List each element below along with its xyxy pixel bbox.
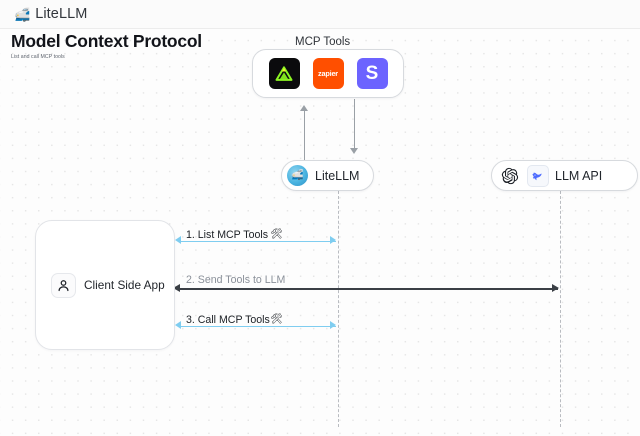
person-icon [51, 272, 76, 298]
node-litellm[interactable]: 🚅 LiteLLM [281, 160, 375, 191]
zapier-label: zapier [318, 69, 338, 78]
message-1-arrow-head-right [330, 236, 336, 244]
litellm-avatar-icon: 🚅 [287, 165, 308, 186]
message-1-arrow-head-left [175, 236, 181, 244]
message-3-tools-icon: 🛠 [270, 314, 283, 325]
node-client-side-app[interactable]: Client Side App [35, 220, 175, 350]
openai-icon [499, 165, 521, 187]
message-3-label: 3. Call MCP Tools [186, 314, 270, 326]
mcp-tools-title: MCP Tools [295, 36, 351, 48]
brand-name: LiteLLM [35, 6, 88, 22]
page-title: Model Context Protocol [11, 31, 202, 51]
message-1-label: 1. List MCP Tools [186, 229, 269, 241]
s-label: S [365, 63, 379, 84]
arrow-line-tools-to-litellm [353, 99, 355, 149]
message-2-line [180, 288, 558, 290]
message-3-line [181, 325, 336, 327]
tool-icon-dark-triangle[interactable] [268, 58, 300, 89]
page-subtitle: List and call MCP tools [11, 54, 65, 60]
app-header: 🚅 LiteLLM [0, 0, 640, 29]
arrow-head-down-to-litellm [350, 148, 358, 154]
message-3-arrow-head-left [175, 321, 181, 329]
person-glyph [58, 279, 69, 291]
lifeline-litellm [338, 191, 339, 427]
node-llm-api-label: LLM API [555, 168, 603, 183]
tool-icon-s[interactable]: S [356, 58, 388, 89]
openai-glyph [501, 167, 519, 184]
node-litellm-label: LiteLLM [315, 168, 360, 183]
arrow-line-litellm-to-tools [303, 110, 305, 160]
message-2-arrow-head-left [173, 284, 180, 292]
tool-icon-zapier[interactable]: zapier [312, 58, 344, 89]
deepseek-whale-glyph [531, 172, 542, 181]
node-llm-api[interactable]: LLM API [491, 160, 638, 191]
message-2-label: 2. Send Tools to LLM [186, 274, 286, 286]
lifeline-llm-api [560, 191, 561, 427]
message-3-arrow-head-right [330, 321, 336, 329]
green-triangle-glyph [275, 65, 293, 81]
message-2-arrow-head-right [552, 284, 559, 292]
message-1-line [181, 240, 336, 242]
node-client-side-app-label: Client Side App [84, 278, 165, 292]
mcp-tools-box: zapier S [252, 49, 404, 98]
deepseek-icon [527, 164, 549, 187]
message-1-tools-icon: 🛠 [270, 229, 283, 240]
litellm-train-icon: 🚅 [14, 6, 31, 22]
page-title-block: Model Context Protocol List and call MCP… [11, 31, 202, 60]
arrow-head-up-to-tools [300, 105, 308, 111]
